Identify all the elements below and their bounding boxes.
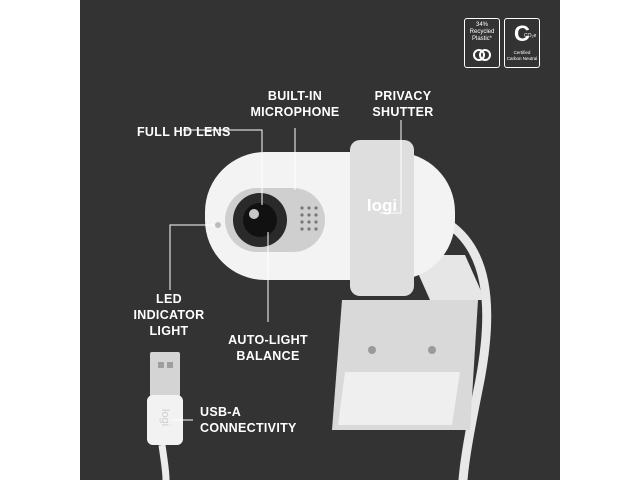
stand-screw [428, 346, 436, 354]
carbon-neutral-badge: C CO₂e Certified Carbon Neutral [504, 18, 540, 68]
stand-foot [338, 372, 460, 425]
privacy-shutter [350, 140, 414, 296]
leader-lines [169, 120, 402, 421]
label-privacy-shutter: PRIVACY SHUTTER [372, 89, 434, 119]
usb-logo: logi [159, 409, 171, 427]
usb-cable [445, 220, 492, 480]
camera-logo: logi [366, 196, 398, 215]
label-full-hd-lens: FULL HD LENS [137, 125, 231, 139]
microphone-grille [300, 206, 318, 231]
led-indicator [215, 222, 221, 228]
label-usb-a-connectivity: USB-A CONNECTIVITY [200, 405, 297, 435]
recycled-plastic-badge: 34% Recycled Plastic* [464, 18, 500, 68]
webcam-illustration [147, 120, 492, 480]
usb-plug-metal [150, 352, 180, 397]
carbon-icon: C [514, 21, 530, 46]
recycle-icon [473, 49, 491, 61]
usb-plug-body [147, 395, 183, 445]
product-image-panel: logi logi FULL HD LENS BUILT-IN MICROPHO… [80, 0, 560, 480]
stand-screw [368, 346, 376, 354]
label-auto-light-balance: AUTO-LIGHT BALANCE [228, 333, 308, 363]
label-built-in-microphone: BUILT-IN MICROPHONE [250, 89, 340, 119]
label-led-indicator-light: LED INDICATOR LIGHT [133, 292, 205, 338]
